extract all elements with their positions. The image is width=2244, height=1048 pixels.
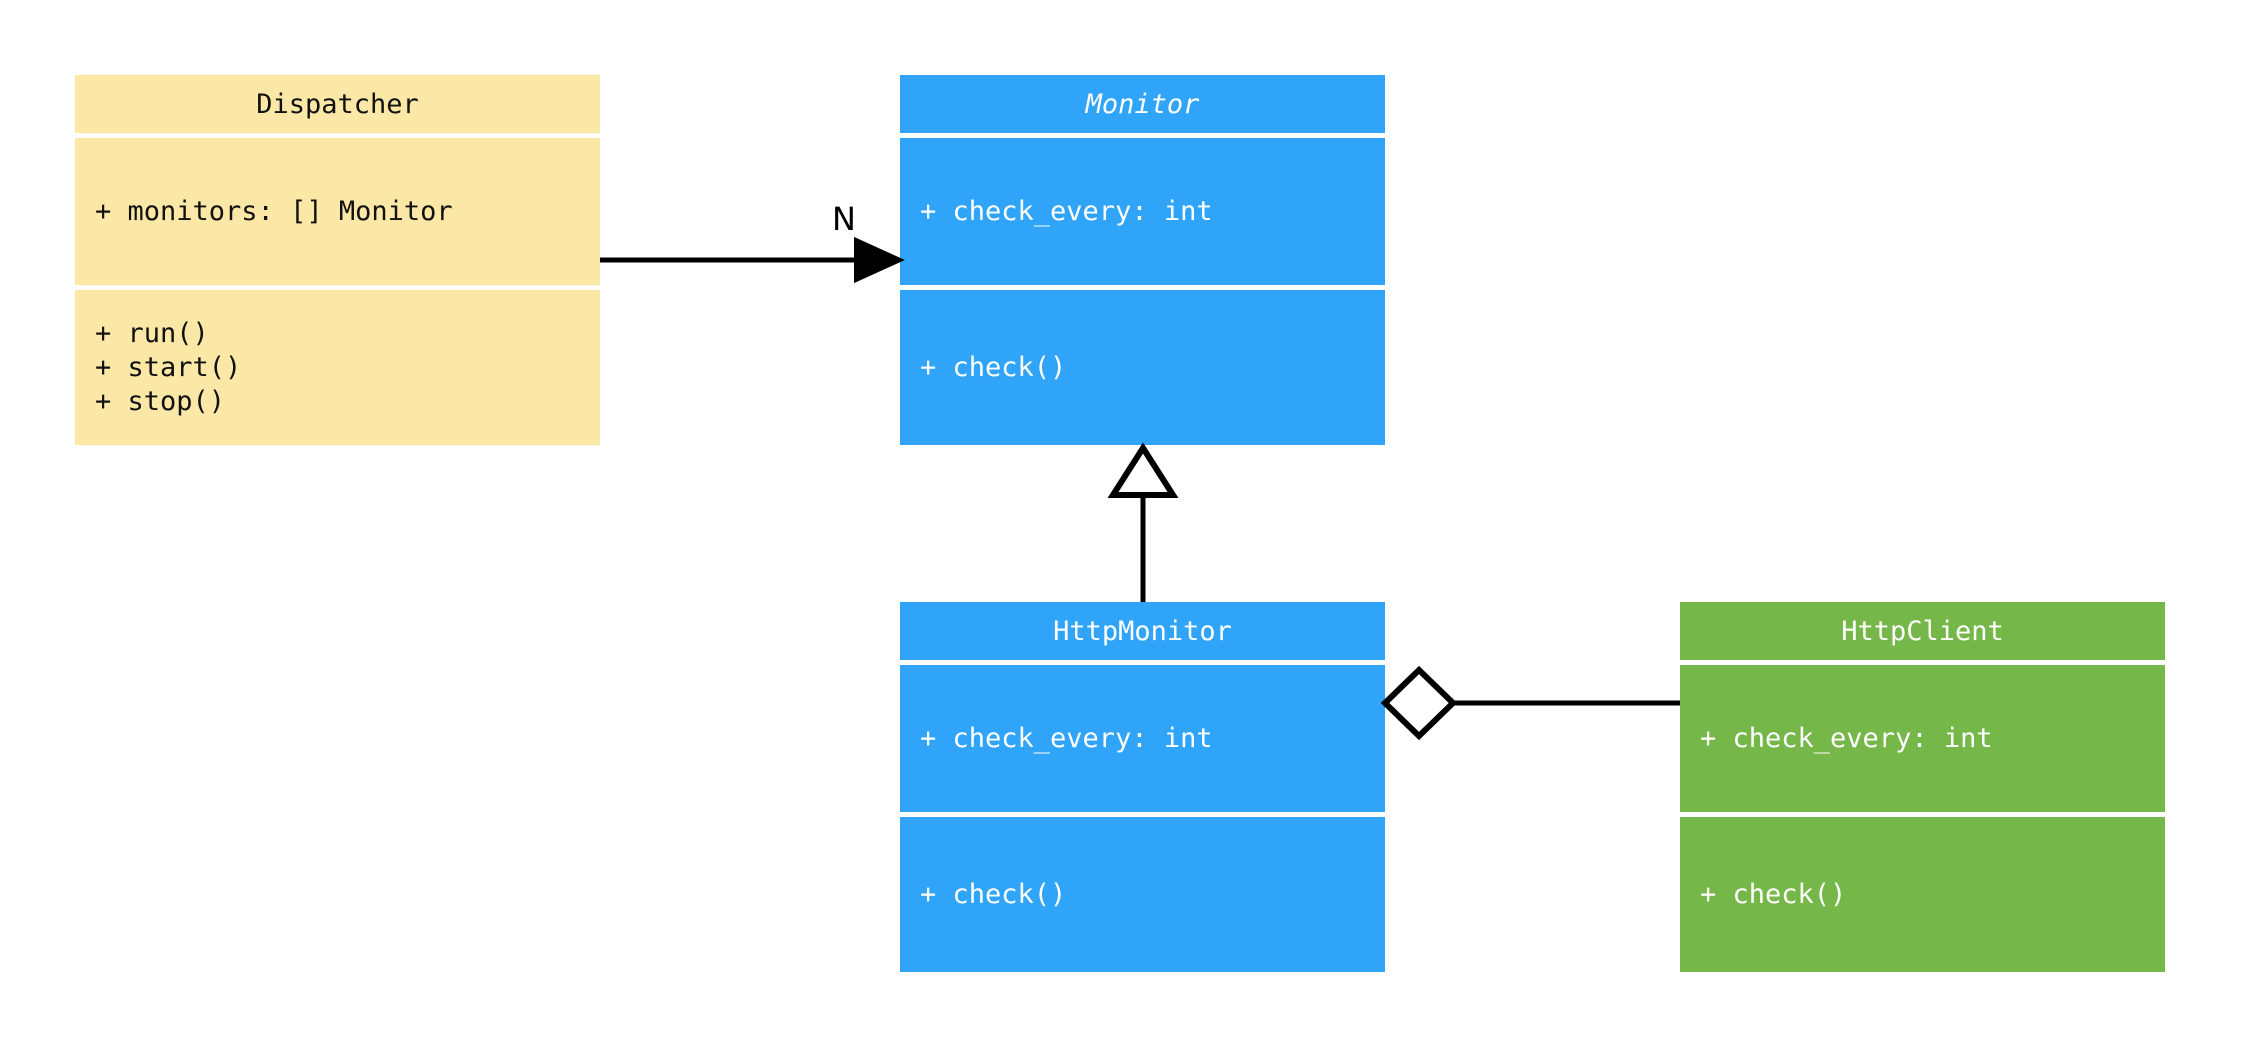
- class-box-dispatcher[interactable]: Dispatcher + monitors: [] Monitor + run(…: [75, 75, 600, 445]
- class-name-label: Dispatcher: [256, 88, 419, 120]
- method-row: + stop(): [95, 385, 226, 417]
- hollow-triangle-icon: [1107, 442, 1179, 498]
- method-row: + start(): [95, 351, 242, 383]
- class-name-label: HttpClient: [1841, 615, 2004, 647]
- multiplicity-label-N: N: [832, 200, 856, 238]
- class-title-monitor: Monitor: [900, 75, 1385, 133]
- class-attributes-dispatcher: + monitors: [] Monitor: [75, 138, 600, 285]
- class-methods-dispatcher: + run() + start() + stop(): [75, 290, 600, 445]
- class-name-label: HttpMonitor: [1053, 615, 1232, 647]
- class-attributes-httpmonitor: + check_every: int: [900, 665, 1385, 812]
- attribute-row: + check_every: int: [920, 722, 1213, 754]
- method-row: + check(): [1700, 878, 1847, 910]
- filled-arrowhead-icon: [854, 236, 905, 284]
- class-attributes-httpclient: + check_every: int: [1680, 665, 2165, 812]
- method-row: + run(): [95, 317, 209, 349]
- class-box-monitor[interactable]: Monitor + check_every: int + check(): [900, 75, 1385, 445]
- hollow-diamond-icon: [1380, 665, 1458, 741]
- class-name-label: Monitor: [1085, 88, 1200, 120]
- relationship-dispatcher-monitor: [600, 236, 905, 284]
- relationship-httpmonitor-httpclient: [1380, 665, 1680, 741]
- class-attributes-monitor: + check_every: int: [900, 138, 1385, 285]
- relationship-httpmonitor-monitor: [1107, 442, 1179, 602]
- class-title-httpclient: HttpClient: [1680, 602, 2165, 660]
- method-row: + check(): [920, 878, 1067, 910]
- class-methods-httpmonitor: + check(): [900, 817, 1385, 972]
- class-methods-monitor: + check(): [900, 290, 1385, 445]
- class-box-httpclient[interactable]: HttpClient + check_every: int + check(): [1680, 602, 2165, 972]
- class-methods-httpclient: + check(): [1680, 817, 2165, 972]
- class-title-httpmonitor: HttpMonitor: [900, 602, 1385, 660]
- class-title-dispatcher: Dispatcher: [75, 75, 600, 133]
- attribute-row: + check_every: int: [1700, 722, 1993, 754]
- attribute-row: + check_every: int: [920, 195, 1213, 227]
- class-box-httpmonitor[interactable]: HttpMonitor + check_every: int + check(): [900, 602, 1385, 972]
- attribute-row: + monitors: [] Monitor: [95, 195, 453, 227]
- method-row: + check(): [920, 351, 1067, 383]
